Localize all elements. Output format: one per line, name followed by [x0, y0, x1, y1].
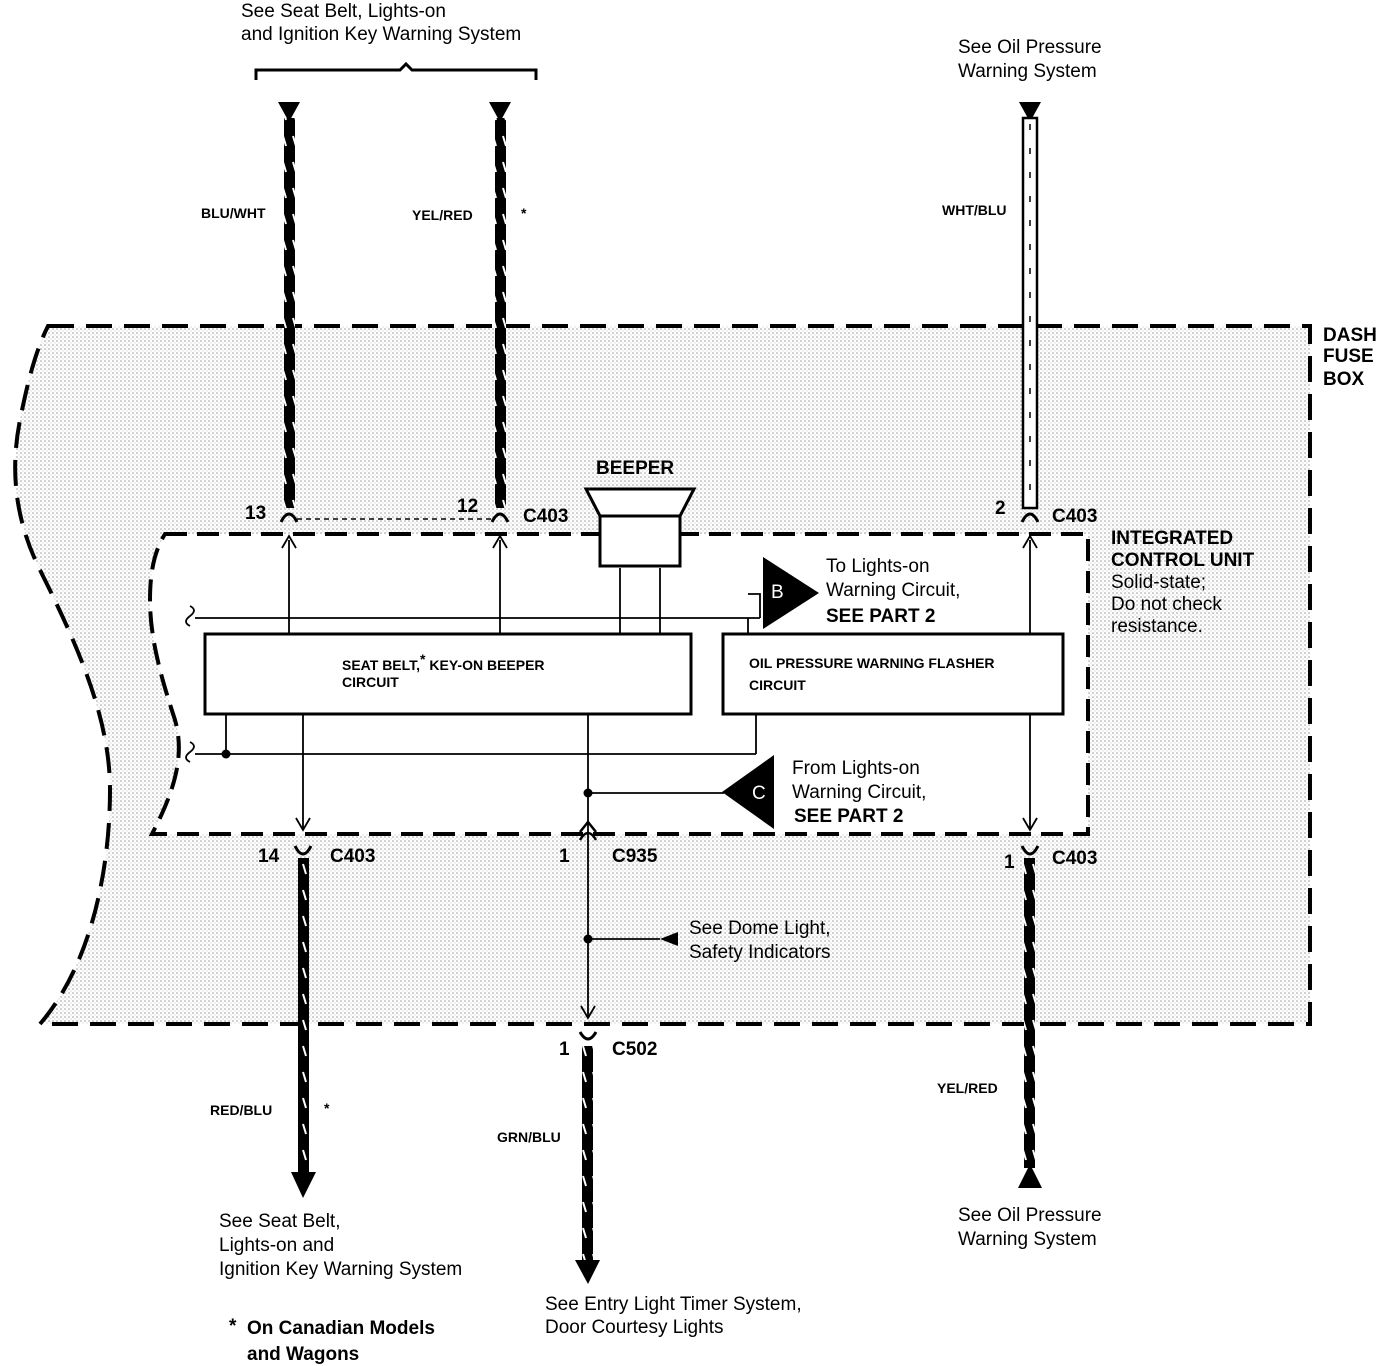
- c935-mark: [578, 819, 598, 841]
- beeper-icon: [583, 487, 697, 568]
- beeper-label: BEEPER: [596, 458, 674, 479]
- bottom-ref-entry-line1: See Entry Light Timer System,: [545, 1294, 802, 1315]
- c502-mark: [578, 1031, 598, 1041]
- oil-pressure-circuit-box: [721, 632, 1065, 716]
- wire-label-yel-red-top: YEL/RED: [412, 207, 473, 223]
- pin-12: 12: [457, 496, 478, 517]
- icu-title-2: CONTROL UNIT: [1111, 550, 1255, 571]
- wire-yel-red-bottom: [1018, 858, 1042, 1188]
- footnote-star: *: [229, 1316, 237, 1337]
- pin-1-c935: 1: [559, 846, 570, 867]
- offpage-b-line3: SEE PART 2: [826, 606, 935, 627]
- pin-1-c403: 1: [1004, 852, 1015, 873]
- dash-fuse-box-label-3: BOX: [1323, 369, 1365, 390]
- splice-dot-c: [583, 788, 593, 798]
- bottom-ref-seat-belt-line2: Lights-on and: [219, 1235, 334, 1256]
- wire-grn-blu: [575, 1046, 600, 1284]
- wire-label-blu-wht: BLU/WHT: [201, 205, 266, 221]
- connector-c403-bottom-right: C403: [1052, 848, 1097, 869]
- top-ref-oil-line1: See Oil Pressure: [958, 37, 1102, 58]
- dash-fuse-box-label-2: FUSE: [1323, 346, 1374, 367]
- offpage-b-letter: B: [771, 582, 784, 603]
- icu-note-1: Solid-state;: [1111, 572, 1206, 593]
- wire-label-red-blu: RED/BLU: [210, 1102, 272, 1118]
- internal-wiring: [185, 534, 1038, 1020]
- offpage-c-line3: SEE PART 2: [794, 806, 903, 827]
- bottom-ref-seat-belt-line1: See Seat Belt,: [219, 1211, 340, 1232]
- top-ref-oil-line2: Warning System: [958, 61, 1097, 82]
- top-brace: [254, 61, 538, 80]
- dome-ref-line2: Safety Indicators: [689, 942, 831, 963]
- dash-fuse-box-label-1: DASH: [1323, 325, 1377, 346]
- icu-title-1: INTEGRATED: [1111, 528, 1233, 549]
- c403-pin1-mark: [1020, 845, 1040, 856]
- bottom-ref-oil-line2: Warning System: [958, 1229, 1097, 1250]
- offpage-b-icon: [763, 557, 819, 629]
- oil-circuit-line2: CIRCUIT: [749, 677, 806, 693]
- connector-c403-bottom-left: C403: [330, 846, 375, 867]
- connector-c403-top-left: C403: [523, 506, 568, 527]
- icu-note-2: Do not check: [1111, 594, 1222, 615]
- pin-13: 13: [245, 503, 266, 524]
- offpage-c-icon: [722, 755, 774, 829]
- seat-belt-circuit-line2: CIRCUIT: [342, 674, 399, 690]
- footnote-line2: and Wagons: [247, 1344, 359, 1365]
- connector-c502: C502: [612, 1039, 657, 1060]
- top-ref-seat-belt-line1: See Seat Belt, Lights-on: [241, 1, 446, 22]
- oil-circuit-line1: OIL PRESSURE WARNING FLASHER: [749, 655, 995, 671]
- pin-2: 2: [995, 498, 1006, 519]
- offpage-b-line2: Warning Circuit,: [826, 580, 960, 601]
- connector-c935: C935: [612, 846, 658, 867]
- wire-wht-blu: [1019, 102, 1041, 523]
- top-ref-seat-belt-line2: and Ignition Key Warning System: [241, 24, 521, 45]
- offpage-c-letter: C: [752, 783, 766, 804]
- offpage-b-line1: To Lights-on: [826, 556, 930, 577]
- pin-1-c502: 1: [559, 1039, 570, 1060]
- footnote-line1: On Canadian Models: [247, 1318, 435, 1339]
- seat-belt-circuit-line1: SEAT BELT,* KEY-ON BEEPER: [342, 651, 545, 673]
- bottom-ref-entry-line2: Door Courtesy Lights: [545, 1317, 723, 1338]
- splice-dot-left: [221, 749, 231, 759]
- offpage-c-line2: Warning Circuit,: [792, 782, 926, 803]
- wire-label-yel-red-bottom: YEL/RED: [937, 1080, 998, 1096]
- wire-label-grn-blu: GRN/BLU: [497, 1129, 561, 1145]
- seat-belt-circuit-box: [203, 632, 693, 716]
- bottom-ref-seat-belt-line3: Ignition Key Warning System: [219, 1259, 462, 1280]
- wire-yel-red-top: [489, 102, 511, 523]
- offpage-c-line1: From Lights-on: [792, 758, 920, 779]
- bottom-ref-oil-line1: See Oil Pressure: [958, 1205, 1102, 1226]
- connector-c403-top-right: C403: [1052, 506, 1097, 527]
- wire-red-blu: [291, 858, 316, 1198]
- pin-14: 14: [258, 846, 280, 867]
- icu-note-3: resistance.: [1111, 616, 1203, 637]
- wire-label-wht-blu: WHT/BLU: [942, 202, 1007, 218]
- dome-ref-line1: See Dome Light,: [689, 918, 831, 939]
- wire-blu-wht: [278, 102, 300, 523]
- dome-arrow-icon: [660, 932, 678, 946]
- splice-dot-dome: [583, 934, 593, 944]
- wire-asterisk-bottom: *: [324, 1100, 330, 1116]
- wire-asterisk-top: *: [521, 205, 527, 221]
- c403-pin14-mark: [293, 845, 313, 856]
